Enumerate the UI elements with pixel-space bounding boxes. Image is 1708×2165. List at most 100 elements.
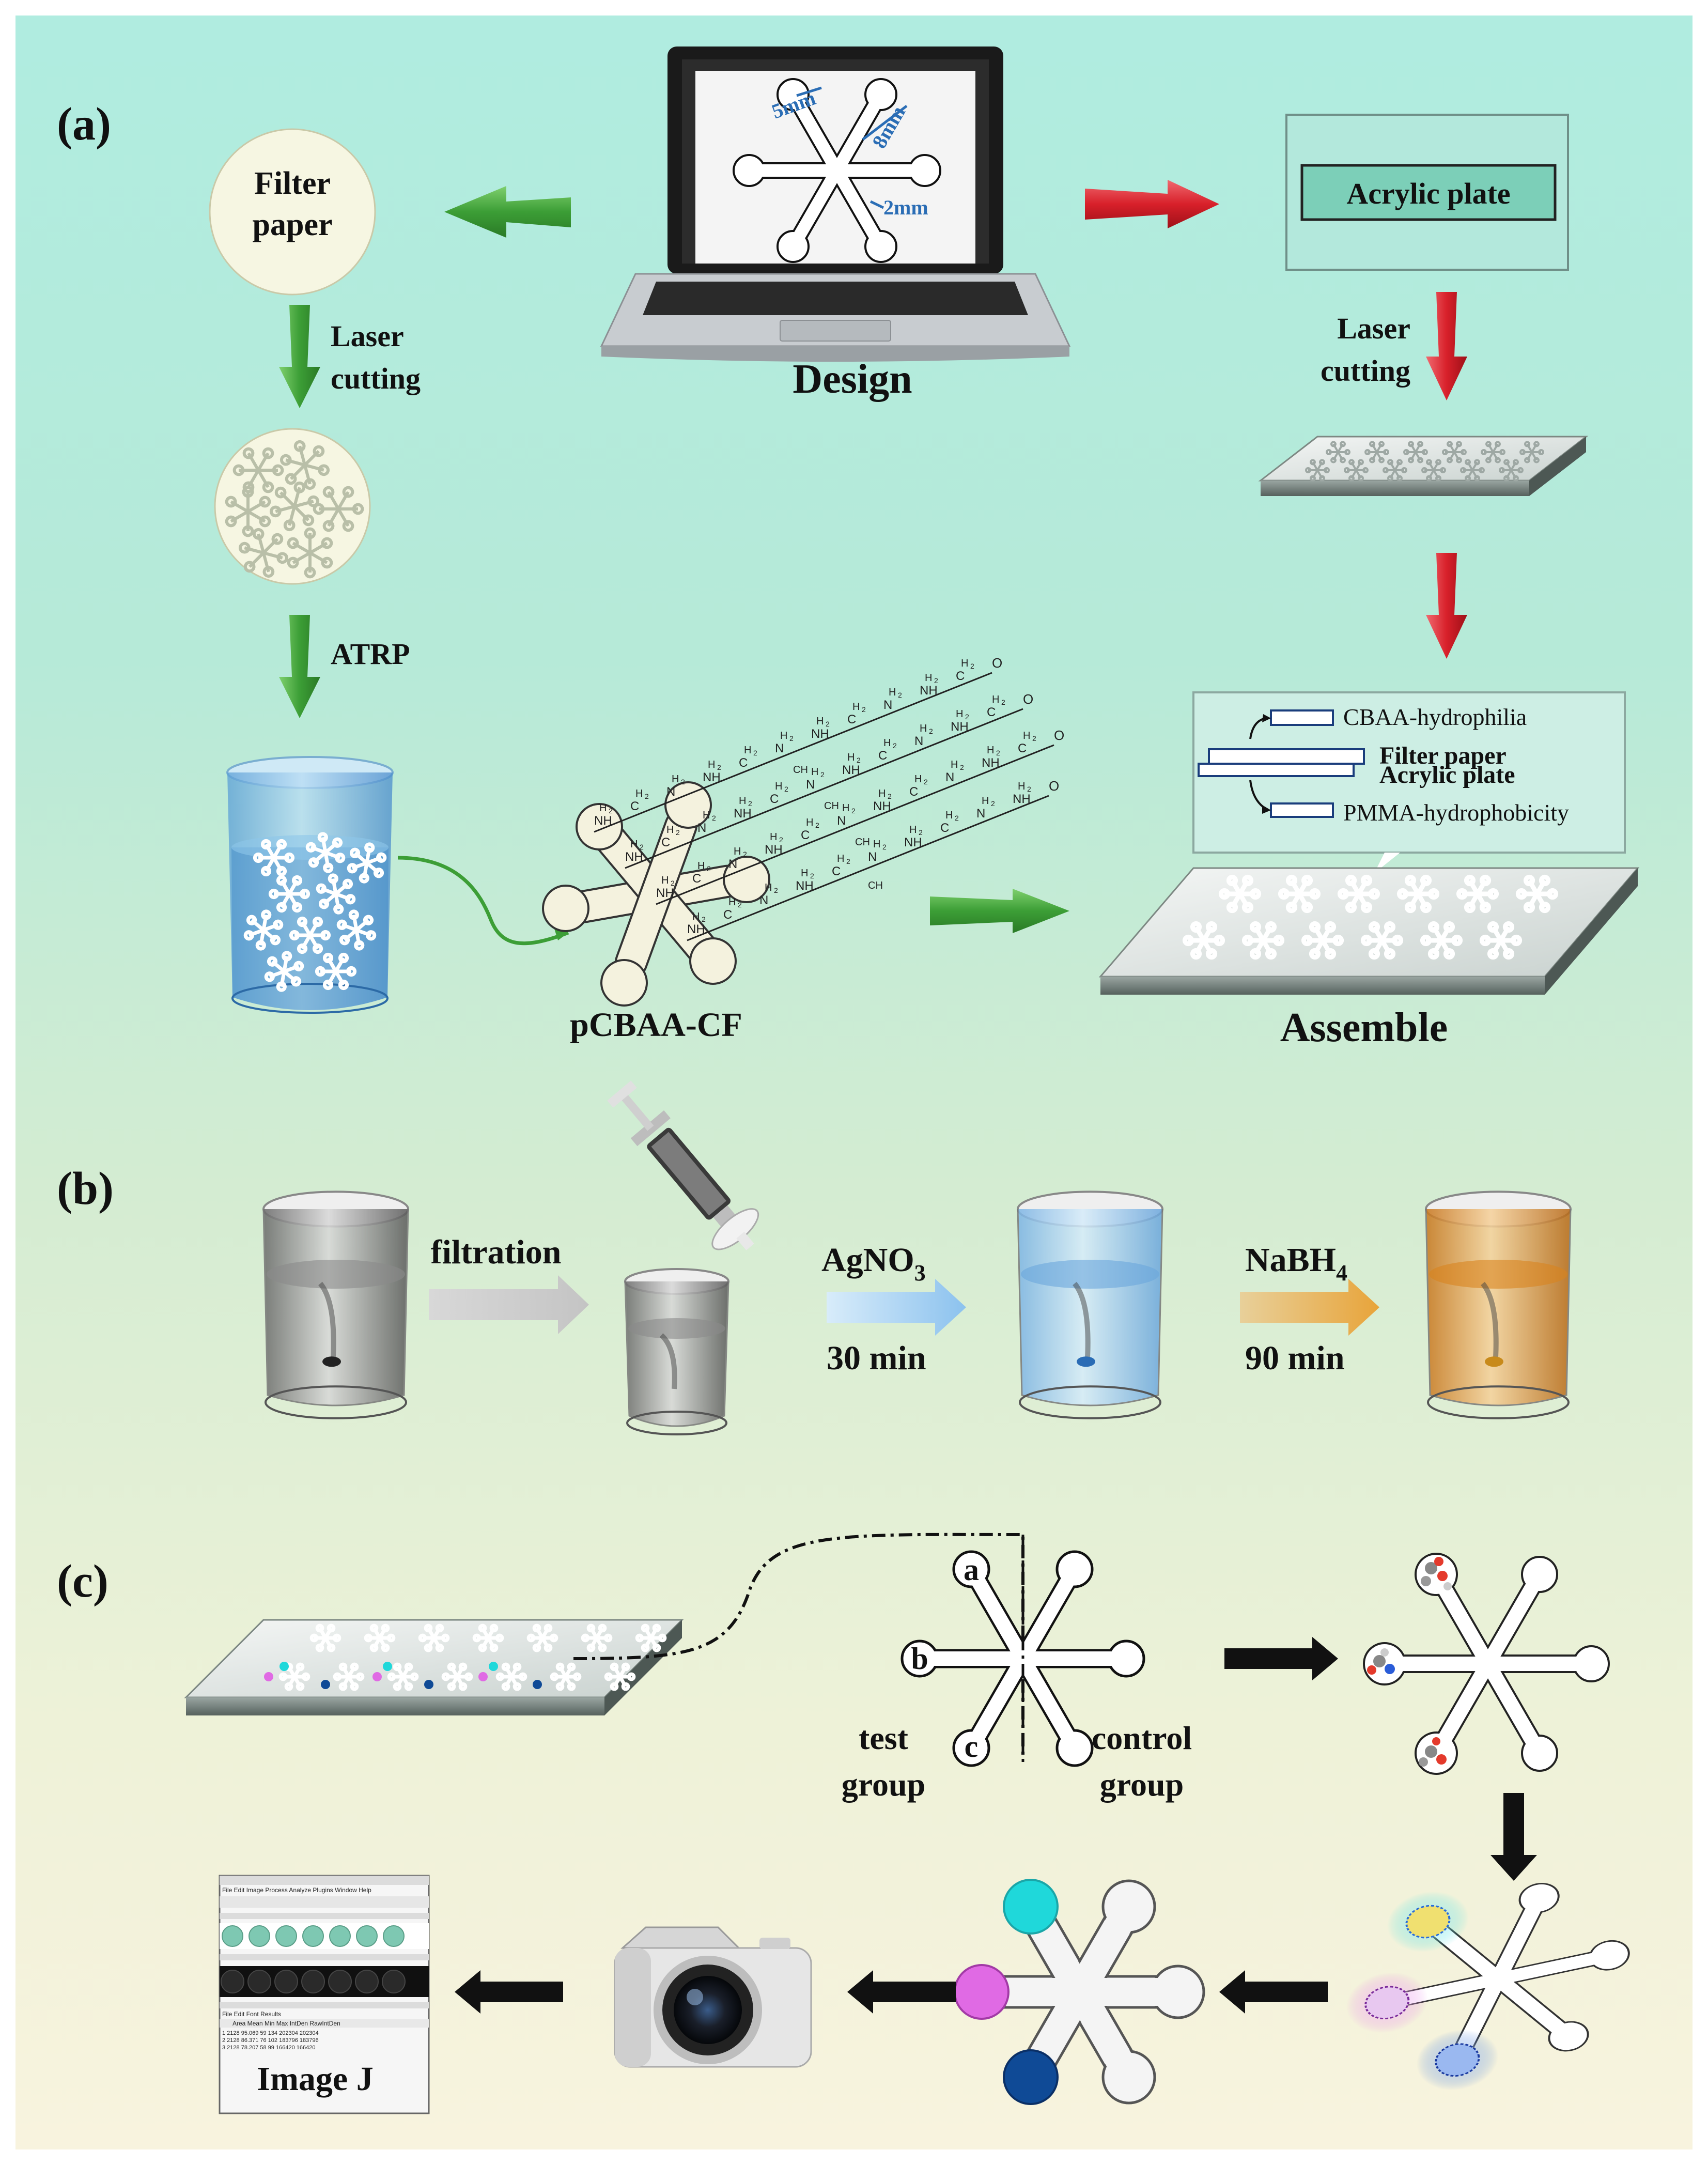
- svg-text:2: 2: [924, 778, 928, 786]
- floating-chip: [243, 909, 284, 951]
- array-chip: [635, 1623, 667, 1652]
- filter-paper-line1: Filter: [254, 166, 331, 201]
- plate-cutout: [1499, 459, 1524, 482]
- array-chip: [526, 1623, 558, 1652]
- star-cutout: [238, 528, 289, 578]
- svg-text:N: N: [775, 741, 784, 755]
- svg-text:2: 2: [671, 879, 675, 887]
- floating-chip: [336, 909, 377, 951]
- svg-text:H: H: [816, 716, 824, 727]
- svg-text:H: H: [692, 911, 700, 922]
- imagej-row-1: 1 2128 95.069 59 134 202304 202304: [222, 2030, 319, 2036]
- svg-text:H: H: [811, 766, 818, 778]
- plate-cutout: [1481, 441, 1505, 463]
- assembled-chip: [1301, 921, 1344, 960]
- svg-text:H: H: [728, 896, 736, 908]
- plate-cutout: [1364, 441, 1389, 463]
- nabh4-sub: 4: [1336, 1260, 1347, 1286]
- imagej-row-2: 2 2128 86.371 76 102 183796 183796: [222, 2037, 319, 2044]
- svg-text:2: 2: [1001, 698, 1005, 706]
- svg-text:H: H: [775, 781, 782, 792]
- svg-text:H: H: [703, 810, 710, 821]
- svg-text:NH: NH: [982, 756, 1000, 770]
- svg-text:H: H: [630, 839, 638, 850]
- agno3-arrow-icon: [827, 1279, 966, 1336]
- assembled-chip: [1360, 921, 1404, 960]
- filtration-label: filtration: [431, 1233, 562, 1271]
- red-arrow-right-icon: [1085, 180, 1219, 228]
- red-arrow-down-2-icon: [1426, 553, 1467, 659]
- beaker-orange: [1425, 1190, 1572, 1419]
- svg-text:2: 2: [820, 770, 825, 779]
- svg-text:NH: NH: [951, 720, 969, 734]
- camera-icon: [614, 1926, 812, 2068]
- cut-filter-paper: [214, 428, 371, 585]
- laser-cutting-left-1: Laser: [331, 319, 404, 353]
- svg-text:H: H: [837, 853, 844, 864]
- imagej-window: File Edit Image Process Analyze Plugins …: [219, 1875, 430, 2114]
- chip-schematic: [900, 1535, 1145, 1767]
- svg-text:C: C: [832, 864, 841, 878]
- floating-chip: [289, 916, 331, 954]
- svg-text:H: H: [961, 658, 968, 669]
- layer-filter-paper: Filter paper: [1379, 742, 1507, 769]
- svg-text:2: 2: [898, 691, 902, 699]
- svg-text:2: 2: [609, 807, 613, 815]
- svg-text:2: 2: [893, 741, 897, 750]
- blue-spot: [1003, 2049, 1059, 2105]
- assembled-chip: [1278, 874, 1321, 914]
- svg-text:H: H: [744, 745, 751, 756]
- array-chip: [495, 1662, 527, 1691]
- svg-text:2: 2: [882, 843, 887, 851]
- floating-chip: [316, 873, 356, 915]
- agno3-sub: 3: [914, 1260, 926, 1286]
- svg-text:N: N: [883, 698, 892, 712]
- svg-text:CH: CH: [824, 800, 839, 812]
- svg-text:NH: NH: [873, 799, 891, 813]
- svg-text:H: H: [780, 730, 787, 741]
- svg-text:N: N: [759, 893, 768, 907]
- svg-text:H: H: [992, 694, 999, 705]
- array-chip: [581, 1623, 613, 1652]
- filter-paper: Filter paper: [209, 128, 376, 296]
- svg-text:C: C: [801, 828, 810, 842]
- filtration-arrow-icon: [429, 1275, 589, 1334]
- imagej-cols: Area Mean Min Max IntDen RawIntDen: [232, 2020, 340, 2027]
- svg-text:2: 2: [934, 676, 938, 685]
- acrylic-plate-label: Acrylic plate: [1346, 177, 1510, 210]
- svg-text:N: N: [945, 770, 954, 784]
- svg-text:2: 2: [717, 763, 721, 771]
- assembled-chip: [1456, 874, 1499, 914]
- svg-text:2: 2: [996, 749, 1000, 757]
- chip-label-c: c: [965, 1729, 979, 1764]
- svg-text:2: 2: [851, 807, 856, 815]
- svg-text:2: 2: [929, 727, 933, 735]
- acrylic-plate-box: Acrylic plate: [1285, 114, 1569, 271]
- array-chip: [309, 1623, 341, 1652]
- chip-label-b: b: [911, 1642, 928, 1676]
- laser-cutting-right-1: Laser: [1337, 312, 1410, 345]
- molecule-icon: [1367, 1557, 1452, 1767]
- svg-text:C: C: [739, 756, 748, 770]
- svg-text:H: H: [635, 788, 643, 799]
- svg-text:2: 2: [753, 749, 757, 757]
- svg-text:2: 2: [888, 792, 892, 800]
- plate-cutout: [1383, 459, 1407, 482]
- array-chip: [550, 1662, 582, 1691]
- chip-array-plate: [184, 1619, 684, 1715]
- control-group-2: group: [1100, 1766, 1184, 1803]
- star-cutout: [225, 486, 271, 537]
- nabh4-main: NaBH: [1245, 1241, 1336, 1279]
- layers-inset: CBAA-hydrophilia Filter paper Acrylic pl…: [1192, 691, 1626, 873]
- time-90min: 90 min: [1245, 1339, 1345, 1377]
- svg-text:NH: NH: [842, 763, 860, 777]
- svg-text:C: C: [630, 799, 639, 813]
- black-arrow-right-icon: [1224, 1637, 1338, 1680]
- panel-label-a: (a): [57, 99, 111, 150]
- svg-text:2: 2: [965, 713, 969, 721]
- svg-text:CH: CH: [793, 764, 808, 776]
- svg-text:2: 2: [919, 828, 923, 837]
- dash-dot-connector: [573, 1533, 1024, 1757]
